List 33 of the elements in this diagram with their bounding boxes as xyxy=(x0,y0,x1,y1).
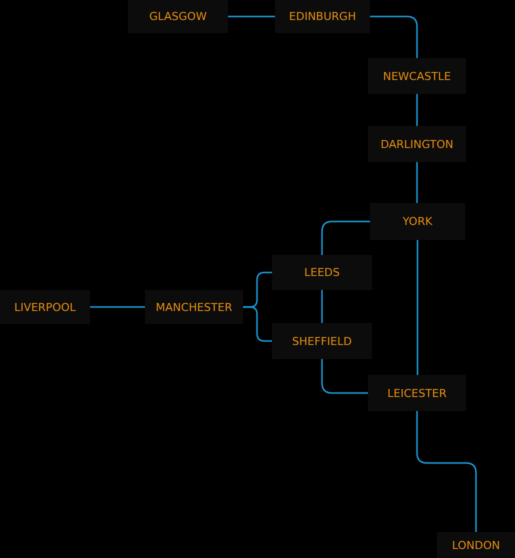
connector-line xyxy=(321,359,368,394)
station-box xyxy=(0,290,90,324)
connector-line xyxy=(416,162,418,203)
station-box xyxy=(128,0,228,33)
station-box xyxy=(275,0,370,33)
station-box xyxy=(368,375,466,411)
station-name: LEEDS xyxy=(304,266,340,279)
connector-line xyxy=(228,16,275,18)
station-name: YORK xyxy=(402,215,432,228)
station-name: NEWCASTLE xyxy=(382,70,452,82)
station-box xyxy=(437,532,515,558)
station-box xyxy=(368,126,466,162)
station-name: GLASGOW xyxy=(149,10,207,23)
station-name: EDINBURGH xyxy=(289,10,356,23)
station-box xyxy=(368,58,466,94)
connector-line xyxy=(243,306,272,342)
station-box xyxy=(272,255,372,290)
connector-line xyxy=(416,240,418,375)
station-name: LIVERPOOL xyxy=(14,300,76,314)
station-box xyxy=(272,323,372,359)
connector-line xyxy=(321,290,323,323)
station-name: MANCHESTER xyxy=(156,300,232,314)
station-name: LONDON xyxy=(452,538,500,552)
station-name: LEICESTER xyxy=(387,386,447,400)
connector-line xyxy=(416,94,418,126)
connector-line xyxy=(90,306,145,308)
station-name: DARLINGTON xyxy=(380,138,454,150)
station-box xyxy=(370,203,465,240)
station-name: SHEFFIELD xyxy=(292,334,352,348)
connector-line xyxy=(321,220,370,255)
station-box xyxy=(145,290,243,324)
connector-line xyxy=(416,411,477,532)
connector-line xyxy=(370,16,418,58)
